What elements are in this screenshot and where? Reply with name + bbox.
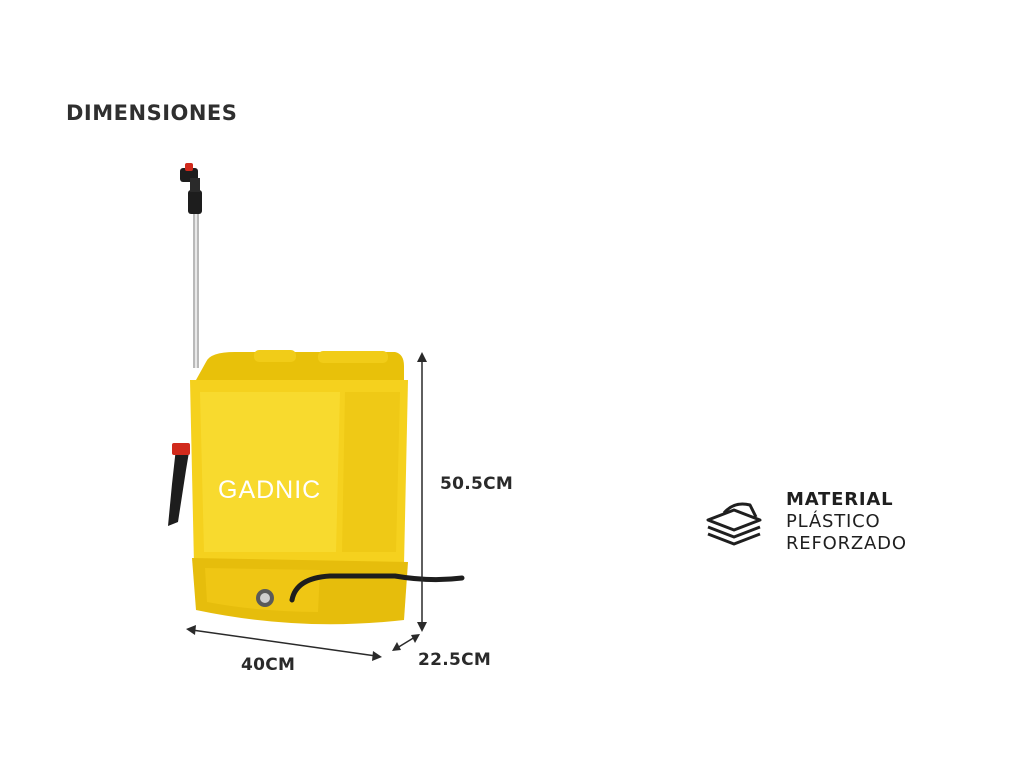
material-spec: MATERIAL PLÁSTICO REFORZADO (704, 489, 907, 555)
material-text: MATERIAL PLÁSTICO REFORZADO (786, 489, 907, 555)
width-label: 40CM (241, 655, 296, 675)
brand-logo: GADNIC (218, 476, 321, 504)
width-arrow (186, 625, 382, 661)
material-type: PLÁSTICO (786, 511, 881, 532)
spray-lance (180, 163, 202, 368)
material-heading: MATERIAL (786, 489, 894, 510)
tank-body: GADNIC (190, 380, 408, 565)
hose (289, 573, 465, 603)
height-label: 50.5CM (440, 474, 514, 494)
page-title: DIMENSIONES (66, 101, 238, 125)
tank-top (196, 350, 404, 380)
depth-arrow (392, 634, 420, 651)
layers-icon (706, 502, 762, 546)
tank-base (192, 558, 408, 625)
height-arrow (417, 352, 427, 632)
material-quality: REFORZADO (786, 533, 907, 554)
depth-label: 22.5CM (418, 650, 492, 670)
pump-handle (168, 443, 190, 526)
